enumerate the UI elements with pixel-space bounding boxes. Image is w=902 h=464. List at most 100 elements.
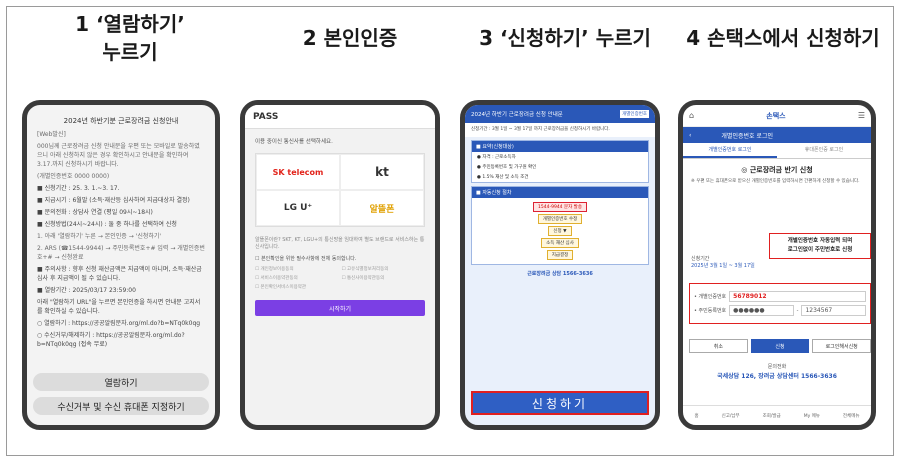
notice-tag: 개별인증번호 — [620, 110, 649, 118]
phone-pass: PASS 이용 중이신 통신사를 선택하세요. SK telecom kt LG… — [240, 100, 440, 430]
section-title: ◎ 근로장려금 반기 신청 — [741, 166, 813, 174]
pass-header: PASS — [245, 105, 435, 129]
step1-title: 1 ‘열람하기’ 누르기 — [30, 10, 230, 66]
sms-line: ○ 열람하기 : https://공공알림문자.org/ml.do?b=NTq0… — [37, 320, 201, 327]
sontax-topbar: ⌂ 손택스 ☰ — [683, 105, 871, 127]
agree-item-label: 개인정보이용동의 — [260, 267, 294, 272]
sms-line: ■ 열람기간 : 2025/03/17 23:59:00 — [37, 287, 136, 294]
agree-item-checkbox[interactable]: ☐ 본인확인서비스이용약관 — [255, 285, 307, 290]
view-button[interactable]: 열람하기 — [33, 373, 209, 391]
sontax-logo: 손택스 — [766, 111, 786, 120]
login-apply-button[interactable]: 로그인해서신청 — [812, 339, 871, 353]
cert-label: • 개별인증번호 — [694, 294, 727, 300]
summary-line: ● 자격 : 근로소득자 — [477, 155, 516, 160]
carrier-question: 이용 중이신 통신사를 선택하세요. — [255, 139, 333, 145]
home-icon[interactable]: ⌂ — [689, 111, 695, 120]
consult-phone: 근로장려금 상담 1566-3636 — [527, 271, 593, 277]
section-desc: ※ 우편 또는 휴대폰으로 받으신 개별인증번호를 입력하시면 간편하게 신청할… — [691, 179, 860, 184]
summary-box-title: ■ 요약(신청대상) — [472, 141, 648, 152]
phone-sms: 2024년 하반기분 근로장려금 신청안내 [Web발신] 000님께 근로장려… — [22, 100, 220, 430]
agree-items: ☐ 개인정보이용동의 ☐ 고유식별정보처리동의 ☐ 서비스이용약관동의 ☐ 통신… — [245, 264, 435, 292]
flow-chart: 1544-9944 문자 발송 개별인증번호 수정 신청 ▼ 소득 재산 심사 … — [472, 198, 648, 264]
sms-line: (개별인증번호 0000 0000) — [37, 173, 110, 180]
sms-line: ■ 신청방법(24시~24시) : 둘 중 하나를 선택하여 신청 — [37, 221, 177, 228]
nav-all[interactable]: 전체메뉴 — [842, 413, 860, 419]
step2-title: 2 본인인증 — [302, 26, 398, 50]
phone-sontax: ⌂ 손택스 ☰ ‹ 개별인증번호 로그인 개별인증번호 로그인 휴대폰인증 로그… — [678, 100, 876, 430]
flow-step: 1544-9944 문자 발송 — [533, 202, 587, 212]
summary-box: ■ 요약(신청대상) ● 자격 : 근로소득자 ● 주민등록번호 및 가구원 확… — [471, 140, 649, 183]
start-button[interactable]: 시작하기 — [255, 300, 425, 316]
flow-step: 소득 재산 심사 — [541, 238, 579, 248]
nav-home[interactable]: 홈 — [694, 413, 699, 419]
login-tabs: 개별인증번호 로그인 휴대폰인증 로그인 — [683, 143, 871, 159]
sms-line: [Web발신] — [37, 131, 66, 138]
phone-notice: 2024년 하반기 근로장려금 신청 안내문 개별인증번호 신청기간 : 3월 … — [460, 100, 660, 430]
nav-lookup[interactable]: 조회/발급 — [762, 413, 781, 419]
notice-banner: 2024년 하반기 근로장려금 신청 안내문 개별인증번호 — [465, 105, 655, 123]
sms-line: ■ 주의사항 : 향후 신청 재산금액은 지급액이 아니며, 소득·재산금 심사… — [37, 266, 202, 282]
rrn-row: • 주민등록번호 ●●●●●● - 1234567 — [694, 305, 867, 316]
flow-box-title: ■ 자동신청 절차 — [472, 187, 648, 198]
sms-line: 000님께 근로장려금 신청 안내문을 우편 또는 모바일로 발송하였으니 아래… — [37, 143, 200, 168]
reject-receive-button[interactable]: 수신거부 및 수신 휴대폰 지정하기 — [33, 397, 209, 415]
agree-item-label: 통신사이용약관동의 — [346, 276, 385, 281]
mvno-note: 알뜰폰이란? SKT, KT, LGU+의 통신망을 임대하여 별도 브랜드로 … — [255, 237, 425, 250]
input-box: • 개별인증번호 56789012 • 주민등록번호 ●●●●●● - 1234… — [689, 283, 871, 324]
tab-phone-login[interactable]: 휴대폰인증 로그인 — [804, 147, 844, 153]
carrier-kt-button[interactable]: kt — [340, 154, 424, 190]
outer-frame — [6, 6, 894, 456]
action-buttons: 취소 신청 로그인해서신청 — [689, 339, 871, 353]
rrn-back-input[interactable]: 1234567 — [801, 305, 867, 316]
agree-all-label: 본인확인을 위한 필수사항에 전체 동의합니다. — [261, 256, 357, 262]
back-icon[interactable]: ‹ — [689, 131, 692, 139]
cert-number-input[interactable]: 56789012 — [729, 291, 866, 302]
login-bar: ‹ 개별인증번호 로그인 — [683, 127, 871, 143]
carrier-lg-button[interactable]: LG U⁺ — [256, 190, 340, 226]
contact-info: 문의전화 국세상담 126, 장려금 상담센터 1566-3636 — [683, 363, 871, 382]
summary-line: ● 주민등록번호 및 가구원 확인 — [477, 165, 537, 170]
agree-item-checkbox[interactable]: ☐ 고유식별정보처리동의 — [341, 267, 389, 272]
tab-cert-login[interactable]: 개별인증번호 로그인 — [683, 143, 777, 158]
callout-box: 개별인증번호 자동입력 되며 로그인없이 주민번호로 신청 — [769, 233, 871, 259]
agree-item-checkbox[interactable]: ☐ 개인정보이용동의 — [255, 267, 294, 272]
rrn-label: • 주민등록번호 — [694, 308, 727, 314]
agree-item-checkbox[interactable]: ☐ 서비스이용약관동의 — [255, 276, 298, 281]
agree-item-checkbox[interactable]: ☐ 통신사이용약관동의 — [341, 276, 385, 281]
bottom-nav: 홈 신고/납부 조회/발급 My 메뉴 전체메뉴 — [683, 405, 871, 425]
agree-item-label: 본인확인서비스이용약관 — [260, 285, 307, 290]
nav-report[interactable]: 신고/납부 — [721, 413, 740, 419]
contact-label: 문의전화 — [767, 364, 787, 370]
nav-mymenu[interactable]: My 메뉴 — [803, 413, 820, 419]
menu-icon[interactable]: ☰ — [857, 111, 865, 120]
apply-period: 신청기간 2025년 3월 1일 ~ 3월 17일 — [691, 255, 755, 269]
sms-line: ■ 신청기간 : 25. 3. 1.~3. 17. — [37, 185, 120, 192]
callout-line: 개별인증번호 자동입력 되며 — [787, 238, 853, 244]
carrier-grid: SK telecom kt LG U⁺ 알뜰폰 — [255, 153, 425, 227]
cert-row: • 개별인증번호 56789012 — [694, 291, 866, 302]
sms-line: ■ 문의전화 : 상담사 연결 (평일 09시~18시) — [37, 209, 153, 216]
apply-button[interactable]: 신청하기 — [471, 391, 649, 415]
contact-number: 국세상담 126, 장려금 상담센터 1566-3636 — [717, 373, 837, 380]
agree-all-checkbox[interactable]: ☐ 본인확인을 위한 필수사항에 전체 동의합니다. — [255, 256, 357, 262]
submit-button[interactable]: 신청 — [750, 339, 810, 353]
step3-title: 3 ‘신청하기’ 누르기 — [479, 26, 651, 50]
sms-header: 2024년 하반기분 근로장려금 신청안내 — [63, 117, 179, 125]
cancel-button[interactable]: 취소 — [689, 339, 748, 353]
sms-line: ■ 지급시기 : 6월말 (소득·재산등 심사하여 지급대상자 결정) — [37, 197, 190, 204]
sms-line: 2. ARS (☎1544-9944) → 주민등록번호+# 입력 → 개별인증… — [37, 245, 205, 261]
flow-step: 지급결정 — [546, 250, 574, 260]
notice-intro: 신청기간 : 3월 1일 ~ 3월 17일 까지 근로장려금을 신청하시기 바랍… — [465, 123, 655, 137]
carrier-mvno-button[interactable]: 알뜰폰 — [340, 190, 424, 226]
sms-line: 아래 "열람하기 URL"을 누르면 본인인증을 하시면 안내문 고지서를 확인… — [37, 299, 201, 315]
callout-line: 로그인없이 주민번호로 신청 — [787, 247, 853, 253]
login-bar-title: 개별인증번호 로그인 — [721, 132, 773, 140]
rrn-front-input[interactable]: ●●●●●● — [729, 305, 794, 316]
agree-item-label: 서비스이용약관동의 — [260, 276, 298, 281]
step1-title-line2: 누르기 — [102, 40, 158, 64]
apply-period-value: 2025년 3월 1일 ~ 3월 17일 — [691, 263, 755, 269]
rrn-dash: - — [796, 307, 799, 314]
carrier-sk-button[interactable]: SK telecom — [256, 154, 340, 190]
flow-step: 신청 ▼ — [548, 226, 572, 236]
step1-title-line1: 1 ‘열람하기’ — [75, 12, 185, 36]
